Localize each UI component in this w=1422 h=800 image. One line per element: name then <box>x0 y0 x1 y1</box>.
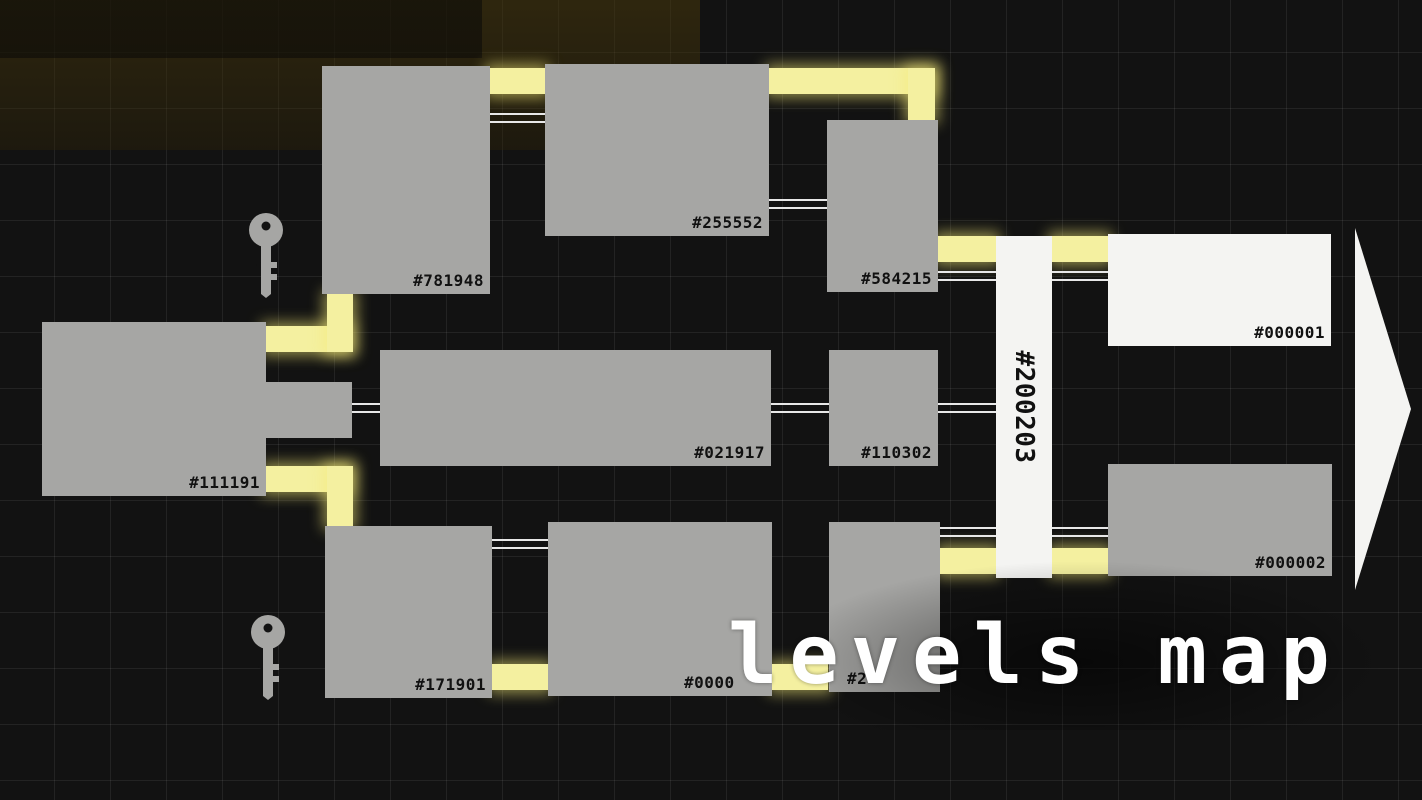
locked-connection <box>769 196 827 214</box>
room-id: #171901 <box>415 675 486 694</box>
active-connection <box>938 236 996 262</box>
level-room-111191-extension[interactable] <box>264 382 352 438</box>
locked-connection <box>938 400 996 418</box>
active-connection <box>769 68 935 94</box>
level-room-781948[interactable]: #781948 <box>322 66 490 294</box>
room-id: #111191 <box>189 473 260 492</box>
title-shadow <box>830 560 1390 730</box>
level-room-584215[interactable]: #584215 <box>827 120 938 292</box>
locked-connection <box>352 400 380 418</box>
room-id: #584215 <box>861 269 932 288</box>
next-arrow-icon[interactable] <box>1353 228 1413 590</box>
locked-connection <box>489 110 545 128</box>
key-icon <box>249 213 283 298</box>
background-shadow <box>0 0 482 58</box>
active-connection <box>1052 236 1108 262</box>
room-id: #000001 <box>1254 323 1325 342</box>
locked-connection <box>771 400 829 418</box>
active-connection <box>908 68 935 120</box>
room-id: #200203 <box>1009 350 1039 464</box>
level-room-111191[interactable]: #111191 <box>42 322 266 496</box>
level-room-000002[interactable]: #000002 <box>1108 464 1332 576</box>
level-room-171901[interactable]: #171901 <box>325 526 492 698</box>
active-connection <box>327 466 353 526</box>
locked-connection <box>1052 524 1108 542</box>
locked-connection <box>938 268 996 286</box>
level-room-110302[interactable]: #110302 <box>829 350 938 466</box>
active-connection <box>327 294 353 352</box>
locked-connection <box>940 524 996 542</box>
screen-title: levels map <box>728 608 1342 703</box>
key-icon <box>251 615 285 700</box>
level-room-255552[interactable]: #255552 <box>545 64 769 236</box>
room-id: #110302 <box>861 443 932 462</box>
room-id: #0000 <box>684 673 735 692</box>
locked-connection <box>492 536 548 554</box>
level-room-200203[interactable]: #200203 <box>996 236 1052 578</box>
room-id: #781948 <box>413 271 484 290</box>
locked-connection <box>1052 268 1108 286</box>
room-id: #255552 <box>692 213 763 232</box>
active-connection <box>492 664 548 690</box>
level-room-000001[interactable]: #000001 <box>1108 234 1331 346</box>
active-connection <box>489 68 545 94</box>
level-room-021917[interactable]: #021917 <box>380 350 771 466</box>
level-room-000054[interactable]: #0000 <box>548 522 772 696</box>
active-connection <box>772 664 828 690</box>
room-id: #021917 <box>694 443 765 462</box>
